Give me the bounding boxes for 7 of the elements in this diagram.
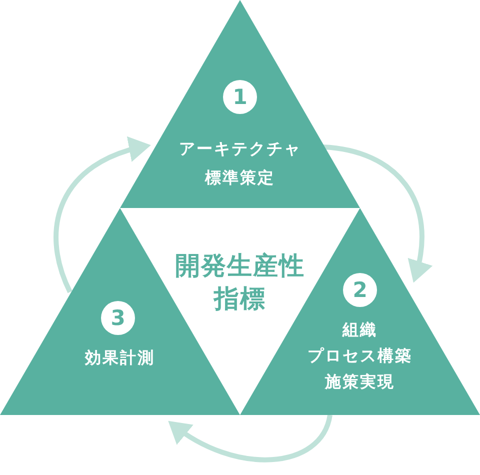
node-label: 効果計測 xyxy=(84,347,156,369)
node-label: アーキテクチャ標準策定 xyxy=(178,138,302,189)
curved-arrow xyxy=(54,137,151,293)
center-title: 開発生産性指標 xyxy=(174,250,306,315)
curved-arrow xyxy=(168,414,332,462)
node-label: 組織プロセス構築施策実現 xyxy=(306,319,414,393)
curved-arrow xyxy=(322,144,432,283)
